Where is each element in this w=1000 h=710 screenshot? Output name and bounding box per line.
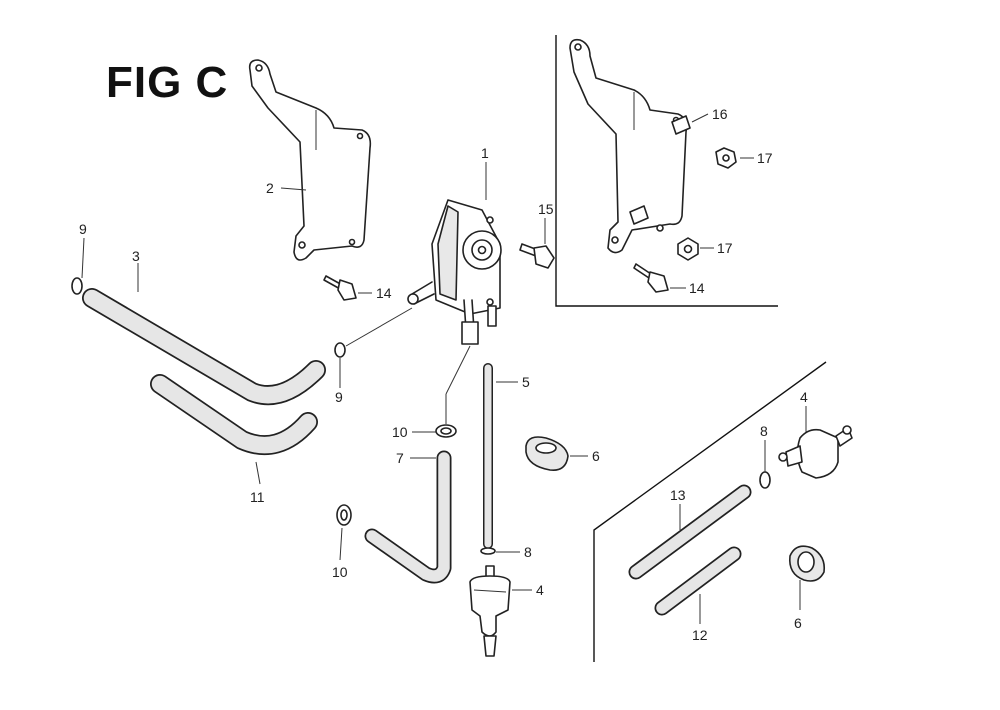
- hose-12: [654, 546, 742, 616]
- callout-1: 1: [481, 145, 489, 161]
- callout-8b: 8: [760, 423, 768, 439]
- nut-17b: [677, 237, 699, 261]
- hose-3: [82, 288, 326, 406]
- callout-11: 11: [250, 489, 265, 505]
- callout-10b: 10: [332, 564, 348, 580]
- callout-9b: 9: [335, 389, 343, 405]
- callout-10a: 10: [392, 424, 408, 440]
- clip-8a: [480, 547, 496, 555]
- hose-11: [150, 374, 318, 456]
- callout-7: 7: [396, 450, 404, 466]
- callout-4b: 4: [800, 389, 808, 405]
- figure-title: FIG C: [106, 58, 229, 107]
- leader-lines: [81, 113, 807, 624]
- callout-15: 15: [538, 201, 554, 217]
- callout-17a: 17: [757, 150, 773, 166]
- callout-17b: 17: [717, 240, 733, 256]
- callout-13: 13: [670, 487, 686, 503]
- callout-2: 2: [266, 180, 274, 196]
- callout-4a: 4: [536, 582, 544, 598]
- bolt-14a: [323, 275, 357, 301]
- fuel-pump-1: [407, 199, 502, 345]
- hose-13: [628, 484, 752, 580]
- grommet-6a: [525, 436, 569, 472]
- callout-8a: 8: [524, 544, 532, 560]
- clip-9a: [71, 277, 83, 295]
- callout-3: 3: [132, 248, 140, 264]
- inset-frame-bracket: [555, 35, 778, 307]
- nut-17a: [715, 147, 737, 169]
- callout-9a: 9: [79, 221, 87, 237]
- bolt-14b: [633, 263, 669, 293]
- clamp-10b: [336, 504, 352, 526]
- inset-frame-filter: [593, 361, 827, 662]
- bracket-16: [569, 38, 691, 254]
- callout-14a: 14: [376, 285, 392, 301]
- clip-8b: [759, 471, 771, 489]
- callout-numbers: 1 2 3 4 4 5 6 6 7 8 8 9 9 10 10 11 12 13…: [79, 106, 808, 643]
- bracket-2: [248, 59, 372, 261]
- fuel-filter-4a: [469, 565, 511, 657]
- clip-9b: [334, 342, 346, 358]
- clamp-10a: [435, 424, 457, 438]
- callout-12: 12: [692, 627, 708, 643]
- fuel-filter-4b: [778, 425, 853, 479]
- callout-6b: 6: [794, 615, 802, 631]
- hose-7: [364, 450, 452, 584]
- callout-5: 5: [522, 374, 530, 390]
- grommet-6b: [788, 545, 826, 582]
- callout-14b: 14: [689, 280, 705, 296]
- bolt-15: [519, 243, 555, 269]
- callout-16: 16: [712, 106, 728, 122]
- callout-6a: 6: [592, 448, 600, 464]
